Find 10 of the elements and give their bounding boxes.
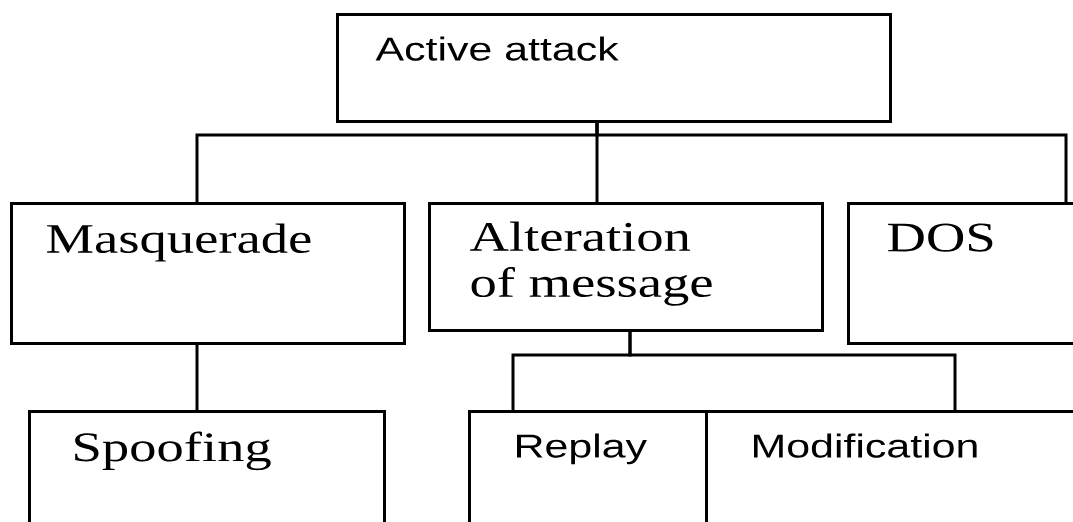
- connector-line: [195, 345, 199, 410]
- category-box: DOS: [847, 202, 1073, 345]
- connector-line: [595, 123, 1068, 202]
- category-box: Alteration of message: [428, 202, 824, 332]
- category-box: Spoofing: [28, 410, 386, 522]
- category-box: Modification: [705, 410, 1073, 522]
- category-box: Masquerade: [10, 202, 406, 345]
- category-box: Replay: [468, 410, 708, 522]
- connector-line: [628, 332, 957, 410]
- category-box: Active attack: [336, 13, 892, 123]
